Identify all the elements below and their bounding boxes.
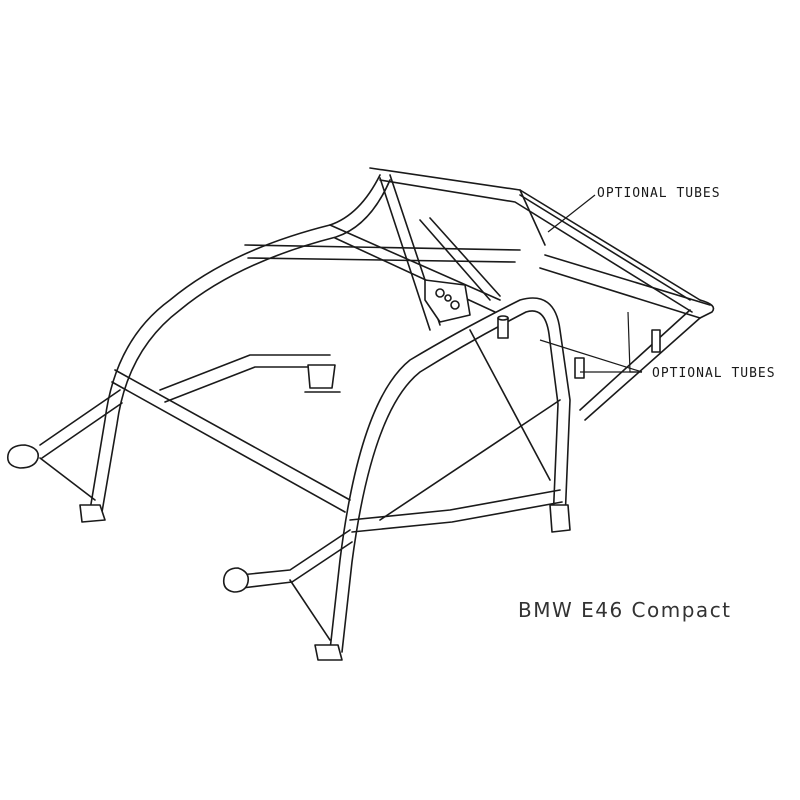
main-hoop	[329, 297, 571, 653]
callout-optional-tubes-top: OPTIONAL TUBES	[597, 186, 721, 201]
rear-leg-extension	[222, 529, 353, 641]
mounting-feet	[79, 364, 571, 661]
center-gusset	[424, 279, 471, 323]
door-bars-front	[111, 354, 351, 513]
callout-leaders	[539, 194, 643, 373]
side-sill	[349, 329, 563, 533]
rear-stays	[519, 194, 715, 421]
diagram-caption: BMW E46 Compact	[518, 598, 732, 622]
front-hoop	[89, 174, 391, 513]
roof-x-brace	[329, 174, 501, 331]
front-leg-extension	[6, 389, 123, 501]
side-posts	[497, 315, 661, 379]
callout-optional-tubes-bottom: OPTIONAL TUBES	[652, 366, 776, 381]
